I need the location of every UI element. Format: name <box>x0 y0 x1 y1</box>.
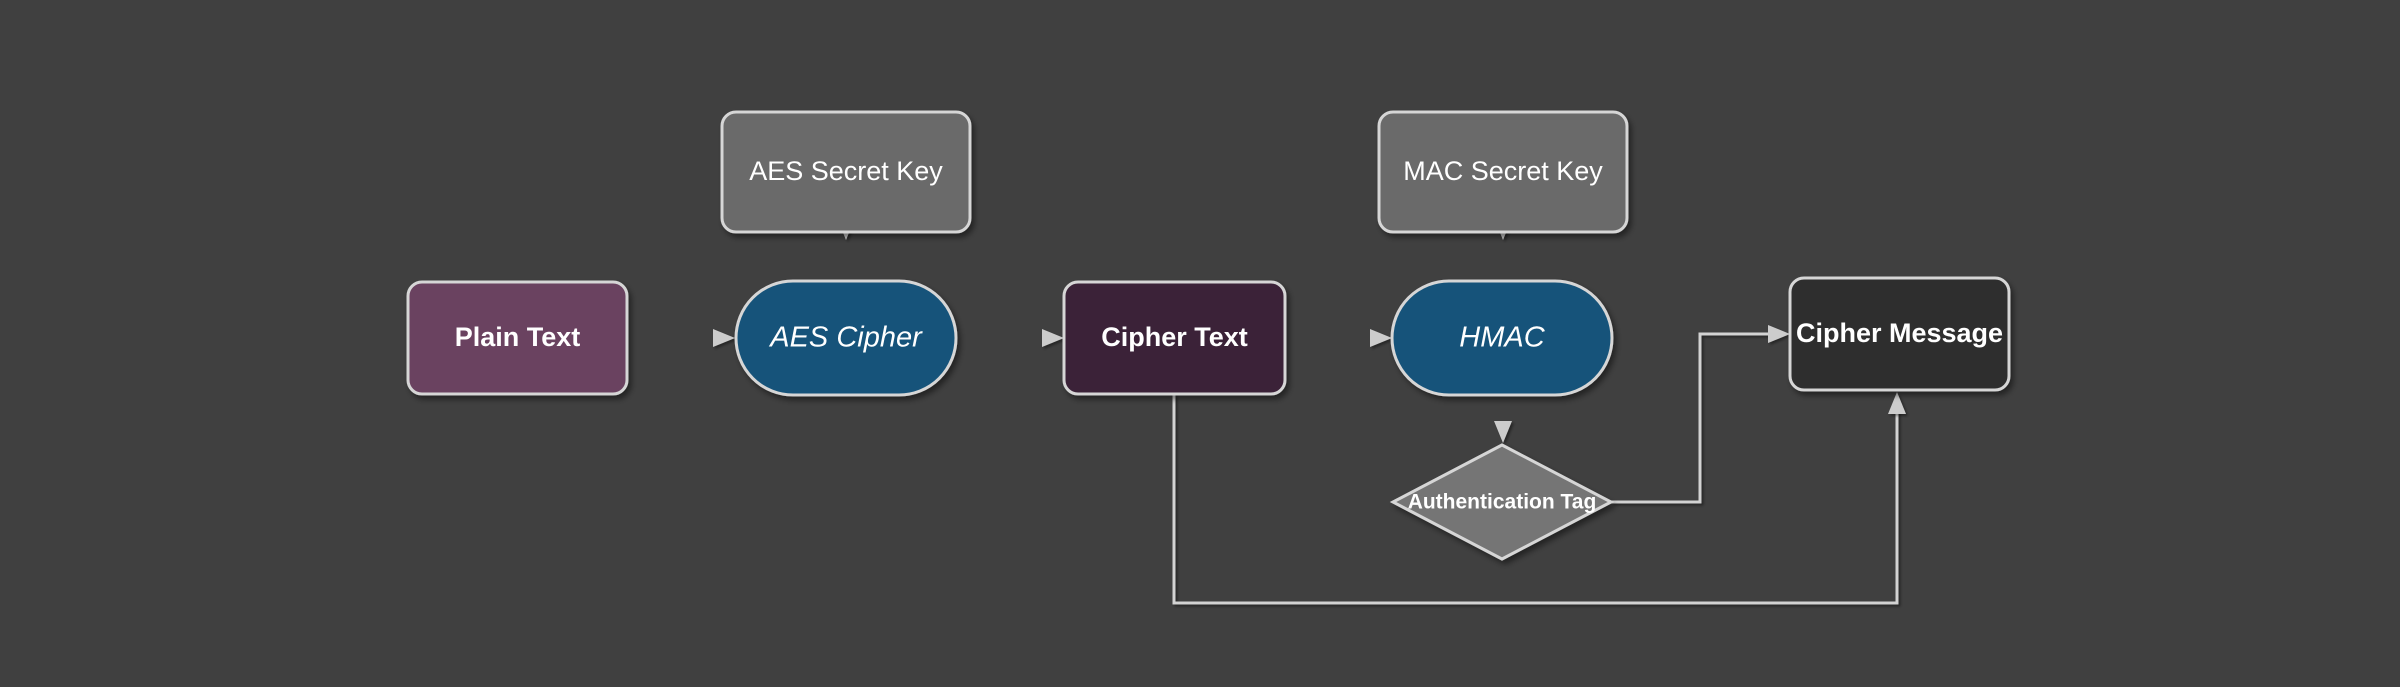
node-plain-text-shape[interactable] <box>406 280 629 396</box>
node-cipher-message-label: Cipher Message <box>1796 318 2003 348</box>
node-plain-text-label: Plain Text <box>455 322 581 352</box>
edge-plain-to-aes <box>627 329 735 347</box>
node-hmac[interactable]: HMAC <box>1390 279 1614 397</box>
edge-plain-to-aes-arrowhead-icon <box>713 329 735 347</box>
node-aes-secret-key-label: AES Secret Key <box>749 156 943 186</box>
node-aes-secret-key-shape[interactable] <box>720 110 972 234</box>
node-aes-cipher-shape[interactable] <box>734 279 958 397</box>
edge-ciphertext-to-ciphermessage-line <box>1172 394 1899 605</box>
node-cipher-message-shape[interactable] <box>1788 276 2011 392</box>
node-mac-secret-key-shape[interactable] <box>1377 110 1629 234</box>
edge-aes-to-ciphertext <box>956 329 1064 347</box>
node-plain-text[interactable]: Plain Text <box>406 280 629 396</box>
edge-aes-to-ciphertext-arrowhead-icon <box>1042 329 1064 347</box>
edge-ciphertext-to-ciphermessage-arrowhead-icon <box>1888 392 1906 414</box>
node-mac-secret-key-label: MAC Secret Key <box>1403 156 1603 186</box>
edge-hmac-to-tag-arrowhead-icon <box>1494 421 1512 443</box>
node-aes-cipher[interactable]: AES Cipher <box>734 279 958 397</box>
node-authentication-tag-label: Authentication Tag <box>1408 491 1597 514</box>
node-cipher-text-label: Cipher Text <box>1101 322 1248 352</box>
edges-layer <box>627 218 1906 605</box>
node-hmac-label: HMAC <box>1459 322 1545 354</box>
node-aes-cipher-label: AES Cipher <box>768 322 923 354</box>
node-hmac-shape[interactable] <box>1390 279 1614 397</box>
node-cipher-text[interactable]: Cipher Text <box>1062 280 1287 396</box>
node-cipher-text-shape[interactable] <box>1062 280 1287 396</box>
edge-ciphertext-to-hmac <box>1285 329 1392 347</box>
edge-ciphertext-to-ciphermessage <box>1172 392 1906 605</box>
edge-tag-to-ciphermessage <box>1611 325 1790 504</box>
edge-hmac-to-tag <box>1494 395 1512 443</box>
edge-tag-to-ciphermessage-arrowhead-icon <box>1768 325 1790 343</box>
node-aes-secret-key[interactable]: AES Secret Key <box>720 110 972 234</box>
node-cipher-message[interactable]: Cipher Message <box>1788 276 2011 392</box>
edge-ciphertext-to-hmac-arrowhead-icon <box>1370 329 1392 347</box>
node-mac-secret-key[interactable]: MAC Secret Key <box>1377 110 1629 234</box>
edge-tag-to-ciphermessage-line <box>1611 332 1775 504</box>
node-authentication-tag-shape[interactable] <box>1389 443 1615 561</box>
node-authentication-tag[interactable]: Authentication Tag <box>1389 443 1615 561</box>
